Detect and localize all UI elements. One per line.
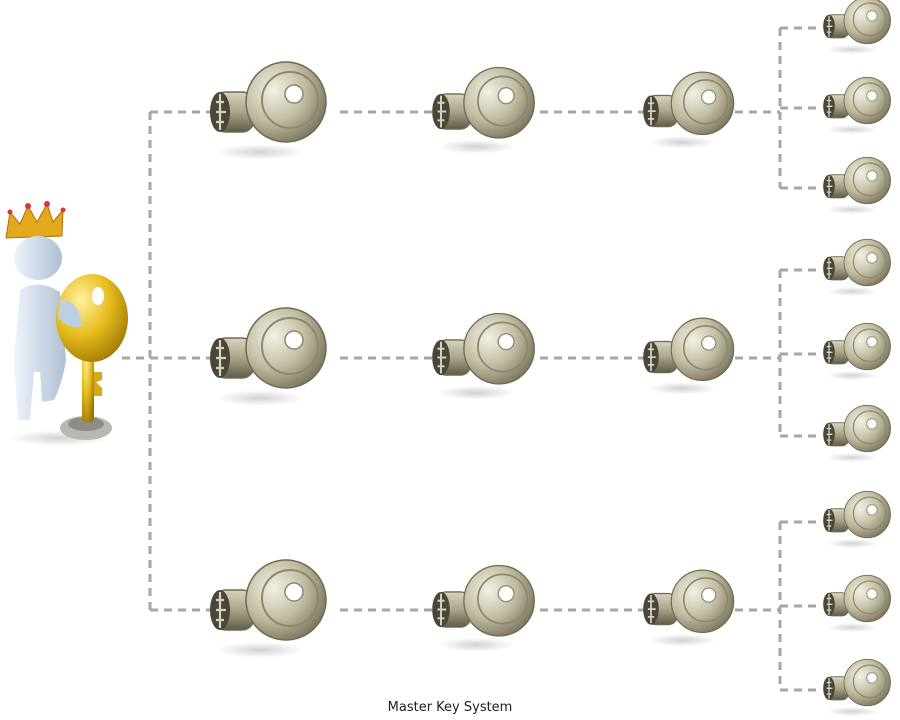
key-head-icon <box>823 76 891 135</box>
key-head-icon <box>432 312 535 400</box>
key-head-icon <box>643 569 735 647</box>
master-key-figure <box>5 201 128 446</box>
key-head-icon <box>210 307 327 406</box>
key-head-icon <box>823 322 891 381</box>
key-head-icon <box>823 238 891 297</box>
crown-icon <box>5 201 66 239</box>
key-head-icon <box>643 317 735 395</box>
key-head-icon <box>210 559 327 658</box>
key-head-icon <box>823 156 891 215</box>
key-head-icon <box>823 574 891 633</box>
key-head-icon <box>643 71 735 149</box>
connector-lines <box>122 26 822 692</box>
key-head-icon <box>823 658 891 717</box>
key-head-icon <box>823 404 891 463</box>
key-head-icon <box>823 0 891 55</box>
key-nodes <box>210 0 891 717</box>
diagram-caption: Master Key System <box>387 700 513 715</box>
key-head-icon <box>823 490 891 549</box>
key-head-icon <box>432 66 535 154</box>
key-head-icon <box>210 61 327 160</box>
key-head-icon <box>432 564 535 652</box>
